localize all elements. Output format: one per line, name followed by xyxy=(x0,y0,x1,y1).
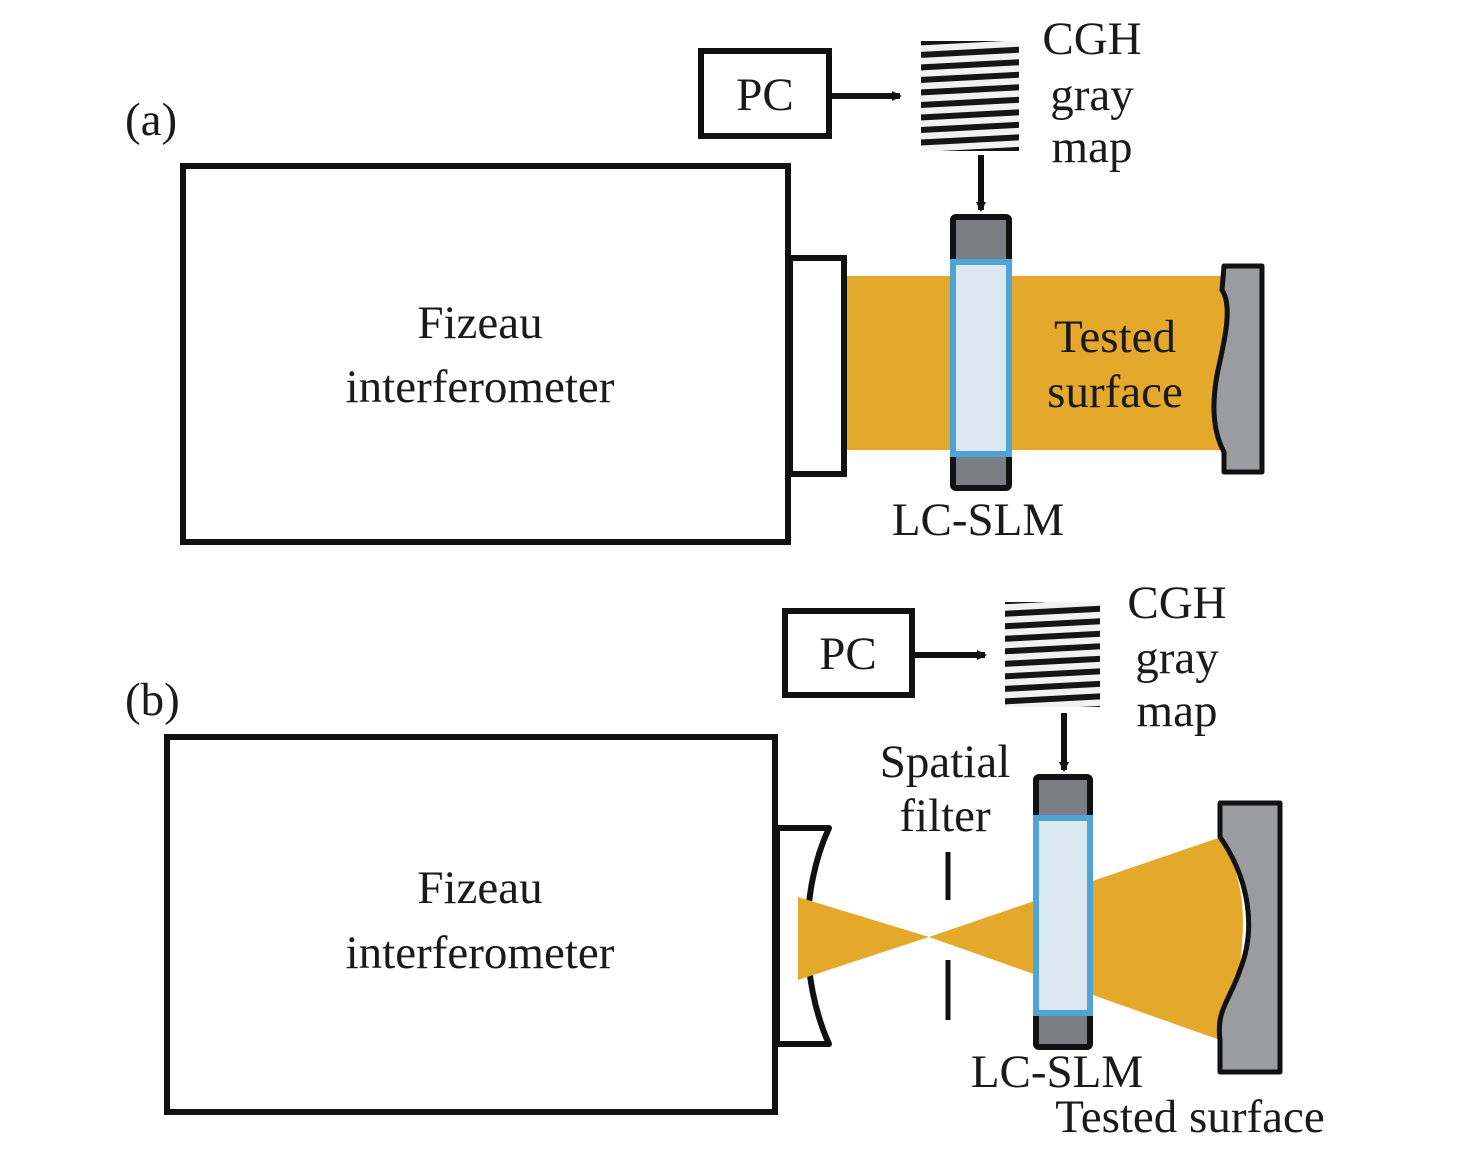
pc-label: PC xyxy=(819,628,877,680)
collimated-beam xyxy=(847,276,1225,450)
panel-a-label: (a) xyxy=(125,94,177,146)
slm-glass xyxy=(1033,815,1093,1016)
fizeau-interferometer-box xyxy=(164,734,778,1115)
lc-slm xyxy=(950,214,1012,491)
tested-surface xyxy=(1216,800,1283,1075)
cgh-label-line2: gray xyxy=(1050,69,1134,121)
converging-beam xyxy=(798,897,929,980)
cgh-label-line1: CGH xyxy=(1042,13,1141,65)
lc-slm xyxy=(1033,774,1093,1050)
spatial-filter-label-line1: Spatial xyxy=(880,736,1011,788)
panel-b-label: (b) xyxy=(125,674,180,726)
tested-surface-label-line2: surface xyxy=(1047,366,1183,418)
cgh-label-line2: gray xyxy=(1135,632,1219,684)
tested-surface xyxy=(1211,263,1265,475)
cgh-label-line1: CGH xyxy=(1127,577,1226,629)
pc-box xyxy=(782,608,915,698)
cgh-label-line3: map xyxy=(1137,685,1218,737)
spatial-filter-label-line2: filter xyxy=(899,790,991,842)
pc-label: PC xyxy=(736,69,794,121)
tested-surface-label: Tested surface xyxy=(1055,1091,1324,1143)
transmission-flat xyxy=(787,255,847,477)
fizeau-interferometer-box xyxy=(180,163,791,545)
interferometer-label-line2: interferometer xyxy=(346,361,615,413)
interferometer-label-line1: Fizeau xyxy=(417,862,542,914)
cgh-label-line3: map xyxy=(1052,121,1133,173)
tested-surface-label-line1: Tested xyxy=(1054,311,1176,363)
panel-b: (b) Fizeau interferometer Spatial filter… xyxy=(125,577,1325,1143)
cgh-gray-map-image xyxy=(1005,602,1100,707)
interferometer-label-line1: Fizeau xyxy=(417,297,542,349)
pc-box xyxy=(698,48,832,139)
slm-glass xyxy=(950,259,1012,457)
cgh-gray-map-image xyxy=(921,41,1019,151)
slm-label: LC-SLM xyxy=(892,494,1064,546)
panel-a: (a) Fizeau interferometer LC-SLM Tested … xyxy=(125,13,1265,546)
slm-label: LC-SLM xyxy=(971,1046,1143,1098)
interferometer-label-line2: interferometer xyxy=(346,927,615,979)
